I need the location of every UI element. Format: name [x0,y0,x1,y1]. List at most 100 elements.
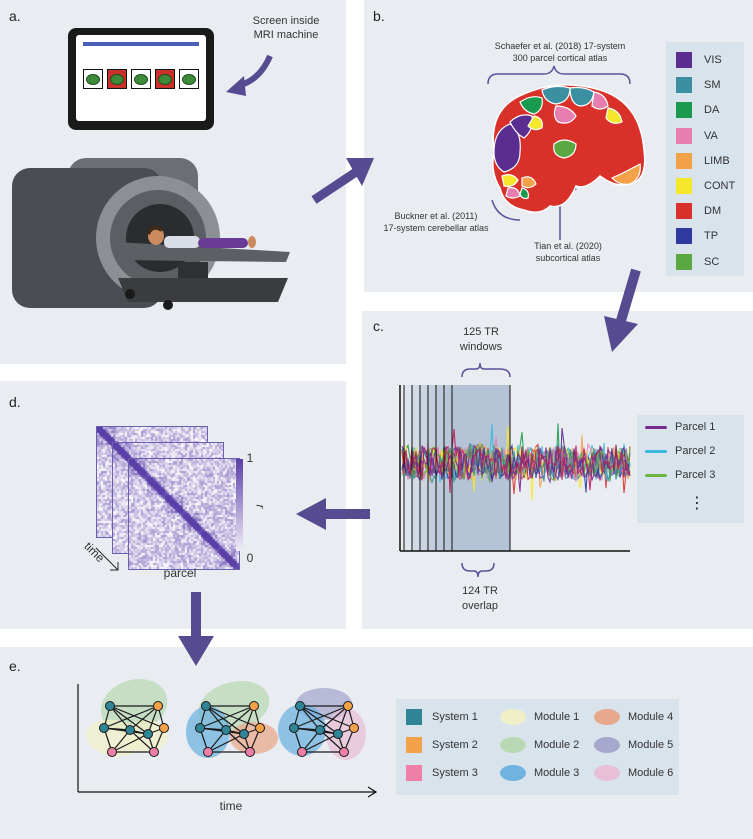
module-color-swatch [594,765,620,781]
timeseries-lines [401,423,631,501]
stimulus-fruit-icon [86,73,100,85]
network-edge [103,705,159,729]
module-legend-item: System 2 [406,737,478,753]
network-node [295,701,305,711]
overlap-bracket [461,562,495,578]
panel-a-label: a. [9,8,21,24]
parcel-timeseries [401,429,631,494]
network-edge [129,705,159,731]
colorbar [236,459,243,551]
screen-caption: Screen inside MRI machine [236,14,336,42]
module-legend-item: Module 2 [500,737,579,753]
window-bracket [461,362,511,378]
network-node [349,723,359,733]
atlas-legend-item: SC [676,253,719,270]
stimulus-card [131,69,151,89]
module-legend-item: Module 6 [594,765,673,781]
system-label: VA [704,129,718,142]
tian-caption-line1: Tian et al. (2020) [534,241,602,251]
module-legend-item: Module 1 [500,709,579,725]
stimulus-card [83,69,103,89]
colorbar-top-label: 1 [246,451,254,465]
parcel-sc [553,139,577,159]
stimulus-fruit-icon [134,73,148,85]
more-parcels-ellipsis: ⋮ [689,495,705,512]
system-label: TP [704,230,719,243]
stimulus-row [83,69,201,91]
schaefer-bracket [487,65,631,85]
module-color-swatch [500,737,526,753]
module-legend-item: Module 5 [594,737,673,753]
network-node [239,729,249,739]
screen-progress-bar [83,42,199,46]
network-edge [205,705,245,735]
stimulus-fruit-icon [158,73,172,85]
system-color-swatch [406,765,422,781]
flow-arrow-b-to-c [604,268,641,352]
network-edge [129,729,155,753]
module-color-swatch [500,765,526,781]
network-edge [299,705,355,729]
network-node [245,747,255,757]
network-edge [205,705,227,731]
network-snapshot [86,678,169,757]
schaefer-caption: Schaefer et al. (2018) 17-system 300 par… [480,40,640,64]
system-color-swatch [406,737,422,753]
correlation-matrix-front [128,458,240,570]
parcel-cerebellum-cont [501,174,519,187]
network-node [255,723,265,733]
network-node [343,701,353,711]
network-snapshot [186,681,278,758]
module-legend: System 1 Module 1 Module 4 System 2 Module 2… [396,699,679,795]
module-color-swatch [500,709,526,725]
module-legend-label: Module 4 [628,711,674,723]
overlap-caption: 124 TR overlap [440,584,520,614]
window-caption-line2: windows [459,341,503,353]
module-legend-label: System 1 [432,711,478,723]
matrix-xaxis-label: parcel [163,566,197,580]
screen-caption-line1: Screen inside [252,15,320,27]
network-node [149,747,159,757]
system-color-swatch [676,127,692,144]
mri-bed-top [116,242,290,262]
overlap-caption-line2: overlap [461,600,499,612]
module-color-swatch [594,709,620,725]
network-edge [293,705,349,729]
system-color-swatch [676,77,692,94]
network-snapshot [278,688,366,760]
buckner-caption-line1: Buckner et al. (2011) [394,211,478,221]
module-color-swatch [594,737,620,753]
mri-bed-base [118,278,288,302]
module-legend-label: System 3 [432,767,478,779]
system-label: DA [704,104,720,117]
parcel-va [553,105,577,124]
parcel-label: Parcel 3 [675,469,716,481]
network-edge [225,705,255,731]
system-color-swatch [676,203,692,220]
system-label: SM [704,79,721,92]
module-blob [186,706,230,758]
module-legend-item: Module 3 [500,765,579,781]
system-label: DM [704,205,722,218]
network-edge [111,733,149,753]
module-legend-item: System 3 [406,765,478,781]
network-node [333,729,343,739]
system-color-swatch [676,253,692,270]
colorbar-axis-label: r [253,504,268,509]
mri-scanner [12,158,290,310]
network-node [203,747,213,757]
network-node [195,723,205,733]
system-label: CONT [704,180,736,192]
network-node [201,701,211,711]
parcel-cont [527,115,543,131]
atlas-legend-item: SM [676,77,721,94]
network-node [297,747,307,757]
network-edge [109,705,149,735]
parcel-cont-2 [605,107,623,124]
patient-head [148,227,164,245]
mri-bed-support [178,262,208,278]
parcel-line-swatch [645,473,667,477]
atlas-legend-item: DA [676,102,720,119]
parcel-va-2 [591,91,609,110]
network-node [249,701,259,711]
